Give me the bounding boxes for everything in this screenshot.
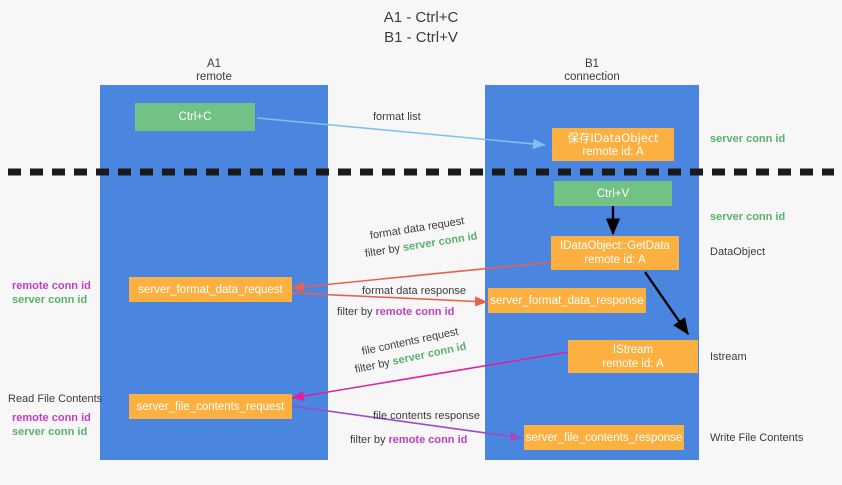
annotation-conn-ids-upper: remote conn id server conn id [12,279,91,307]
title-line-2: B1 - Ctrl+V [384,29,458,46]
node-istream[interactable]: IStream remote id: A [568,340,698,373]
annotation-server-conn-id-top: server conn id [710,133,786,145]
annotation-server-conn-id-mid: server conn id [710,211,786,223]
filter-value-remote-conn-id: remote conn id [375,306,455,318]
edge-label-file-contents-response-filter: filter by remote conn id [350,433,467,447]
node-istream-line2: remote id: A [602,357,664,370]
node-ctrl-c-label: Ctrl+C [178,111,212,123]
node-istream-line1: IStream [612,343,654,356]
node-idataobject-getdata-line1: IDataObject::GetData [560,240,670,252]
title-line-1: A1 - Ctrl+C [383,9,459,26]
node-server-file-contents-response-label: server_file_contents_response [525,431,683,444]
annotation-conn-ids-lower: remote conn id server conn id [12,411,91,439]
annotation-remote-conn-id-2: remote conn id [12,412,91,424]
filter-prefix: filter by [350,434,389,446]
column-header-a1-name: A1 [206,58,222,70]
node-server-file-contents-request-label: server_file_contents_request [136,400,285,413]
column-header-a1-sub: remote [196,71,232,83]
node-server-format-data-request[interactable]: server_format_data_request [129,277,292,302]
edge-label-file-contents-response-line1: file contents response [373,410,481,422]
annotation-server-conn-id-2: server conn id [12,426,88,438]
annotation-server-conn-id-1: server conn id [12,294,88,306]
node-server-file-contents-response[interactable]: server_file_contents_response [524,425,684,450]
column-header-a1: A1 remote [100,58,328,84]
column-header-b1-sub: connection [564,71,620,83]
annotation-istream: Istream [710,351,747,363]
column-header-b1-name: B1 [584,58,600,70]
page-title: A1 - Ctrl+C B1 - Ctrl+V [0,8,842,48]
edge-label-format-data-response-filter: filter by remote conn id [337,305,454,319]
edge-label-format-data-response-line1: format data response [362,285,466,297]
node-ctrl-v-label: Ctrl+V [596,187,630,200]
filter-prefix: filter by [364,242,404,260]
annotation-read-file-contents: Read File Contents [8,393,103,405]
node-server-format-data-response-label: server_format_data_response [490,294,644,307]
node-server-format-data-response[interactable]: server_format_data_response [488,288,646,313]
node-idataobject-getdata-line2: remote id: A [584,254,646,266]
node-save-idataobject-line1: 保存IDataObject [567,130,659,145]
filter-value-remote-conn-id: remote conn id [388,434,468,446]
filter-prefix: filter by [337,306,376,318]
node-server-file-contents-request[interactable]: server_file_contents_request [129,394,292,419]
annotation-dataobject: DataObject [710,246,766,258]
node-ctrl-v[interactable]: Ctrl+V [554,181,672,206]
annotation-write-file-contents: Write File Contents [710,432,804,444]
annotation-remote-conn-id-1: remote conn id [12,280,91,292]
node-server-format-data-request-label: server_format_data_request [138,283,283,296]
node-idataobject-getdata[interactable]: IDataObject::GetData remote id: A [551,236,679,270]
node-save-idataobject-line2: remote id: A [582,145,644,158]
column-header-b1: B1 connection [485,58,699,84]
edge-label-format-list: format list [373,111,421,123]
node-ctrl-c[interactable]: Ctrl+C [135,103,255,131]
node-save-idataobject[interactable]: 保存IDataObject remote id: A [552,128,674,161]
filter-prefix: filter by [353,356,394,376]
